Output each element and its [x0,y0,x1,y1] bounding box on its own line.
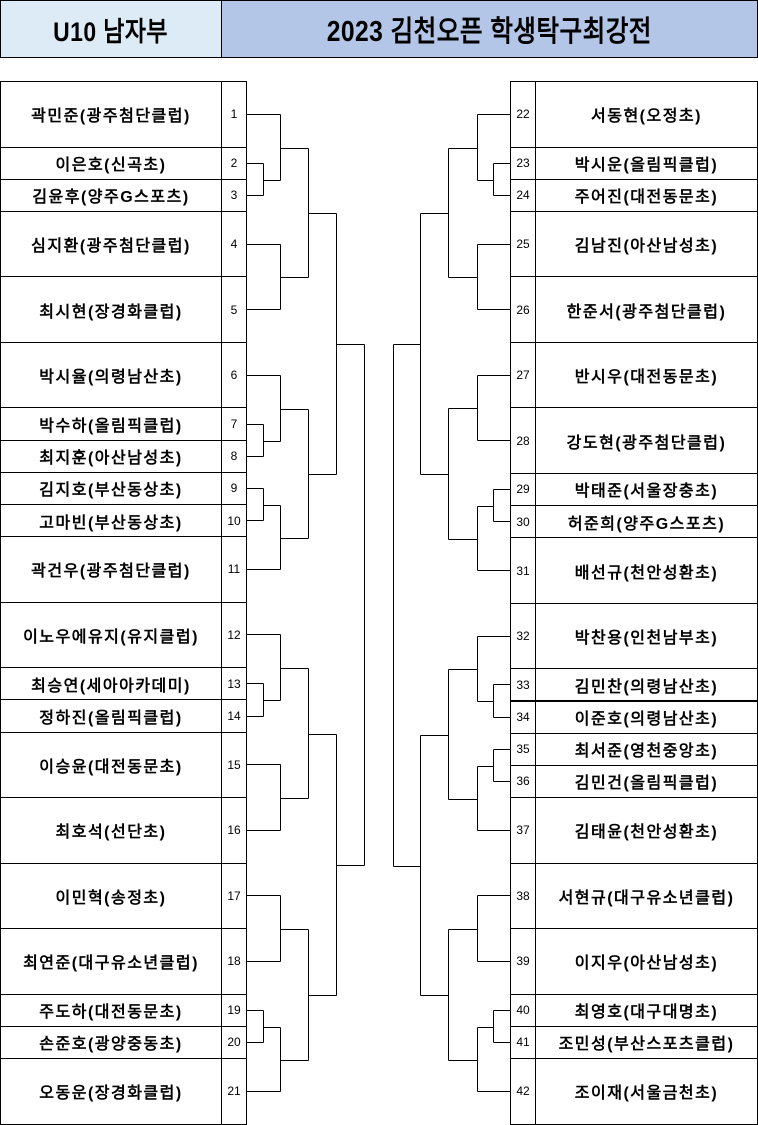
player-name: 한준서(광주첨단클럽) [535,276,758,343]
seed-number: 13 [221,667,247,701]
player-name: 서현규(대구유소년클럽) [535,862,758,930]
player-name: 최연준(대구유소년클럽) [0,928,222,995]
player-name: 이승윤(대전동문초) [0,731,222,799]
player-name: 박시율(의령남산초) [0,341,222,409]
player-name: 이은호(신곡초) [0,146,222,180]
seed-number: 28 [510,407,536,474]
player-name: 정하진(올림픽클럽) [0,699,222,733]
player-name: 이준호(의령남산초) [535,700,758,734]
seed-number: 6 [221,341,247,409]
player-name: 손준호(광양중동초) [0,1025,222,1059]
seed-number: 10 [221,504,247,538]
player-name: 최지훈(아산남성초) [0,439,222,473]
seed-number: 35 [510,732,536,766]
seed-number: 39 [510,928,536,995]
player-name: 이민혁(송정초) [0,862,222,930]
seed-number: 27 [510,341,536,409]
player-name: 박찬용(인천남부초) [535,602,758,670]
seed-number: 25 [510,210,536,278]
player-name: 최승연(세아아카데미) [0,667,222,701]
player-name: 주도하(대전동문초) [0,993,222,1027]
player-name: 김지호(부산동상초) [0,471,222,505]
seed-number: 38 [510,862,536,930]
player-name: 곽건우(광주첨단클럽) [0,536,222,603]
player-name: 조민성(부산스포츠클럽) [535,1025,758,1059]
player-name: 김태윤(천안성환초) [535,797,758,864]
player-name: 김윤후(양주G스포츠) [0,178,222,212]
seed-number: 24 [510,178,536,212]
division-label: U10 남자부 [0,0,222,58]
seed-number: 37 [510,797,536,864]
seed-number: 26 [510,276,536,343]
seed-number: 30 [510,505,536,539]
division-text: U10 남자부 [53,16,169,47]
player-name: 고마빈(부산동상초) [0,504,222,538]
player-name: 박시운(올림픽클럽) [535,146,758,180]
player-name: 오동운(장경화클럽) [0,1058,222,1125]
tournament-title-text: 2023 김천오픈 학생탁구최강전 [326,16,653,48]
player-name: 최서준(영천중앙초) [535,732,758,766]
seed-number: 20 [221,1025,247,1059]
player-name: 최시현(장경화클럽) [0,276,222,343]
player-name: 서동현(오정초) [535,81,758,148]
seed-number: 23 [510,146,536,180]
player-name: 김남진(아산남성초) [535,210,758,278]
seed-number: 12 [221,601,247,669]
player-name: 김민찬(의령남산초) [535,668,758,702]
seed-number: 32 [510,602,536,670]
player-name: 곽민준(광주첨단클럽) [0,81,222,148]
player-name: 김민건(올림픽클럽) [535,764,758,799]
seed-number: 40 [510,993,536,1027]
seed-number: 41 [510,1025,536,1059]
seed-number: 18 [221,928,247,995]
player-name: 조이재(서울금천초) [535,1058,758,1125]
player-name: 최영호(대구대명초) [535,993,758,1027]
player-name: 박수하(올림픽클럽) [0,407,222,441]
seed-number: 42 [510,1058,536,1125]
seed-number: 7 [221,407,247,441]
player-name: 허준희(양주G스포츠) [535,505,758,539]
tournament-title: 2023 김천오픈 학생탁구최강전 [221,0,758,58]
seed-number: 29 [510,472,536,507]
player-name: 배선규(천안성환초) [535,537,758,604]
